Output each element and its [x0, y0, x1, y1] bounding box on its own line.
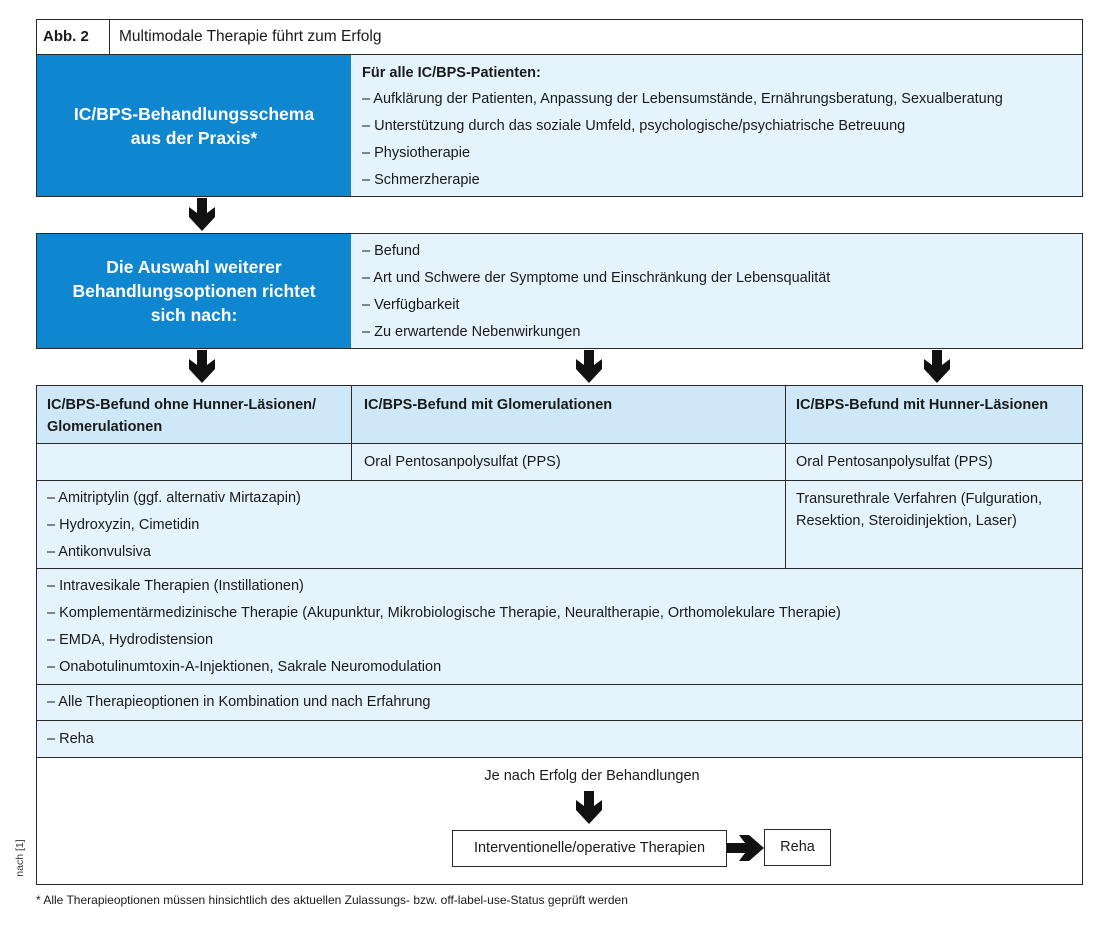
interventional-text: Interventionelle/operative Therapien — [473, 840, 706, 856]
column-header-left: IC/BPS-Befund ohne Hunner-Läsionen/ Glom… — [36, 385, 352, 444]
reha-row-cell: – Reha — [36, 720, 1083, 758]
down-arrow-icon — [924, 350, 950, 383]
further-item: – Komplementärmedizinische Therapie (Aku… — [47, 605, 841, 621]
scheme-item: – Physiotherapie — [362, 145, 471, 161]
footnote: * Alle Therapieoptionen müssen hinsichtl… — [36, 893, 628, 907]
down-arrow-icon — [576, 350, 602, 383]
pps-mid-text: Oral Pentosanpolysulfat (PPS) — [364, 454, 561, 470]
pps-empty-cell — [36, 443, 352, 481]
pps-right-text: Oral Pentosanpolysulfat (PPS) — [796, 454, 993, 470]
further-therapies-cell: – Intravesikale Therapien (Instillatione… — [36, 568, 1083, 685]
drugs-cell: – Amitriptylin (ggf. alternativ Mirtazap… — [36, 480, 786, 569]
selection-item: – Zu erwartende Nebenwirkungen — [362, 324, 581, 340]
reha-box: Reha — [764, 829, 831, 866]
scheme-item: – Schmerzherapie — [362, 172, 480, 188]
outcome-text: Je nach Erfolg der Behandlungen — [484, 768, 700, 784]
right-arrow-icon — [727, 835, 764, 861]
scheme-heading: Für alle IC/BPS-Patienten: — [362, 65, 541, 81]
figure-label: Abb. 2 — [37, 20, 110, 54]
figure-title: Multimodale Therapie führt zum Erfolg — [119, 28, 382, 45]
transurethral-text: Transurethrale Verfahren (Fulguration, R… — [796, 491, 1043, 529]
column-header-text: IC/BPS-Befund ohne Hunner-Läsionen/ Glom… — [47, 397, 317, 435]
pps-right-cell: Oral Pentosanpolysulfat (PPS) — [785, 443, 1083, 481]
pps-mid-cell: Oral Pentosanpolysulfat (PPS) — [351, 443, 786, 481]
scheme-item: – Aufklärung der Patienten, Anpassung de… — [362, 91, 1003, 107]
column-header-right: IC/BPS-Befund mit Hunner-Läsionen — [785, 385, 1083, 444]
reha-row-text: – Reha — [47, 731, 94, 747]
drug-item: – Antikonvulsiva — [47, 544, 151, 560]
combination-text: – Alle Therapieoptionen in Kombination u… — [47, 694, 431, 710]
column-header-text: IC/BPS-Befund mit Glomerulationen — [364, 397, 613, 413]
selection-item: – Verfügbarkeit — [362, 297, 460, 313]
further-item: – Onabotulinumtoxin-A-Injektionen, Sakra… — [47, 659, 442, 675]
further-item: – EMDA, Hydrodistension — [47, 632, 214, 648]
scheme-title: IC/BPS-Behandlungsschema aus der Praxis* — [36, 55, 351, 197]
transurethral-cell: Transurethrale Verfahren (Fulguration, R… — [785, 480, 1083, 569]
reha-text: Reha — [780, 839, 815, 855]
selection-item: – Befund — [362, 243, 421, 259]
combination-cell: – Alle Therapieoptionen in Kombination u… — [36, 684, 1083, 721]
selection-content: – Befund – Art und Schwere der Symptome … — [362, 238, 1077, 346]
column-header-text: IC/BPS-Befund mit Hunner-Läsionen — [796, 397, 1049, 413]
further-item: – Intravesikale Therapien (Instillatione… — [47, 578, 304, 594]
down-arrow-icon — [189, 198, 215, 231]
down-arrow-icon — [576, 791, 602, 824]
drug-item: – Hydroxyzin, Cimetidin — [47, 517, 200, 533]
source-label: nach [1] — [14, 839, 26, 877]
selection-title: Die Auswahl weiterer Behandlungsoptionen… — [36, 233, 351, 349]
column-header-mid: IC/BPS-Befund mit Glomerulationen — [351, 385, 786, 444]
figure-title-bar: Abb. 2 Multimodale Therapie führt zum Er… — [36, 19, 1083, 55]
selection-item: – Art und Schwere der Symptome und Einsc… — [362, 270, 831, 286]
scheme-content: Für alle IC/BPS-Patienten: – Aufklärung … — [362, 62, 1077, 194]
scheme-item: – Unterstützung durch das soziale Umfeld… — [362, 118, 906, 134]
interventional-box: Interventionelle/operative Therapien — [452, 830, 727, 867]
down-arrow-icon — [189, 350, 215, 383]
drug-item: – Amitriptylin (ggf. alternativ Mirtazap… — [47, 490, 301, 506]
